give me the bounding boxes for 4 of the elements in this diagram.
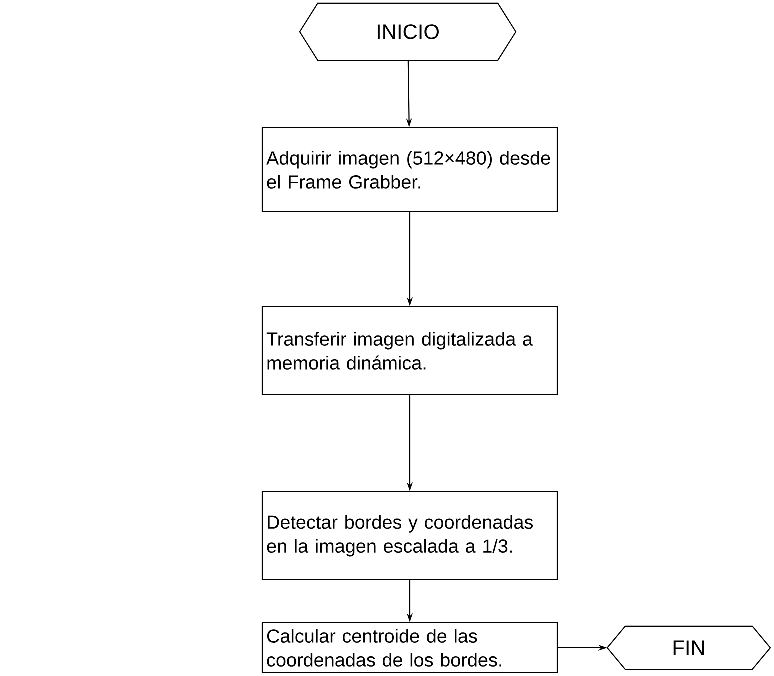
process-box: Calcular centroide de las coordenadas de los bordes. [262, 622, 558, 674]
process-box: Detectar bordes y coordenadas en la imagen escalada a 1/3. [262, 491, 558, 581]
process-box: Adquirir imagen (512×480) desde el Frame Grabber. [262, 127, 558, 213]
process-box: Transferir imagen digitalizada a memoria dinámica. [262, 306, 558, 396]
